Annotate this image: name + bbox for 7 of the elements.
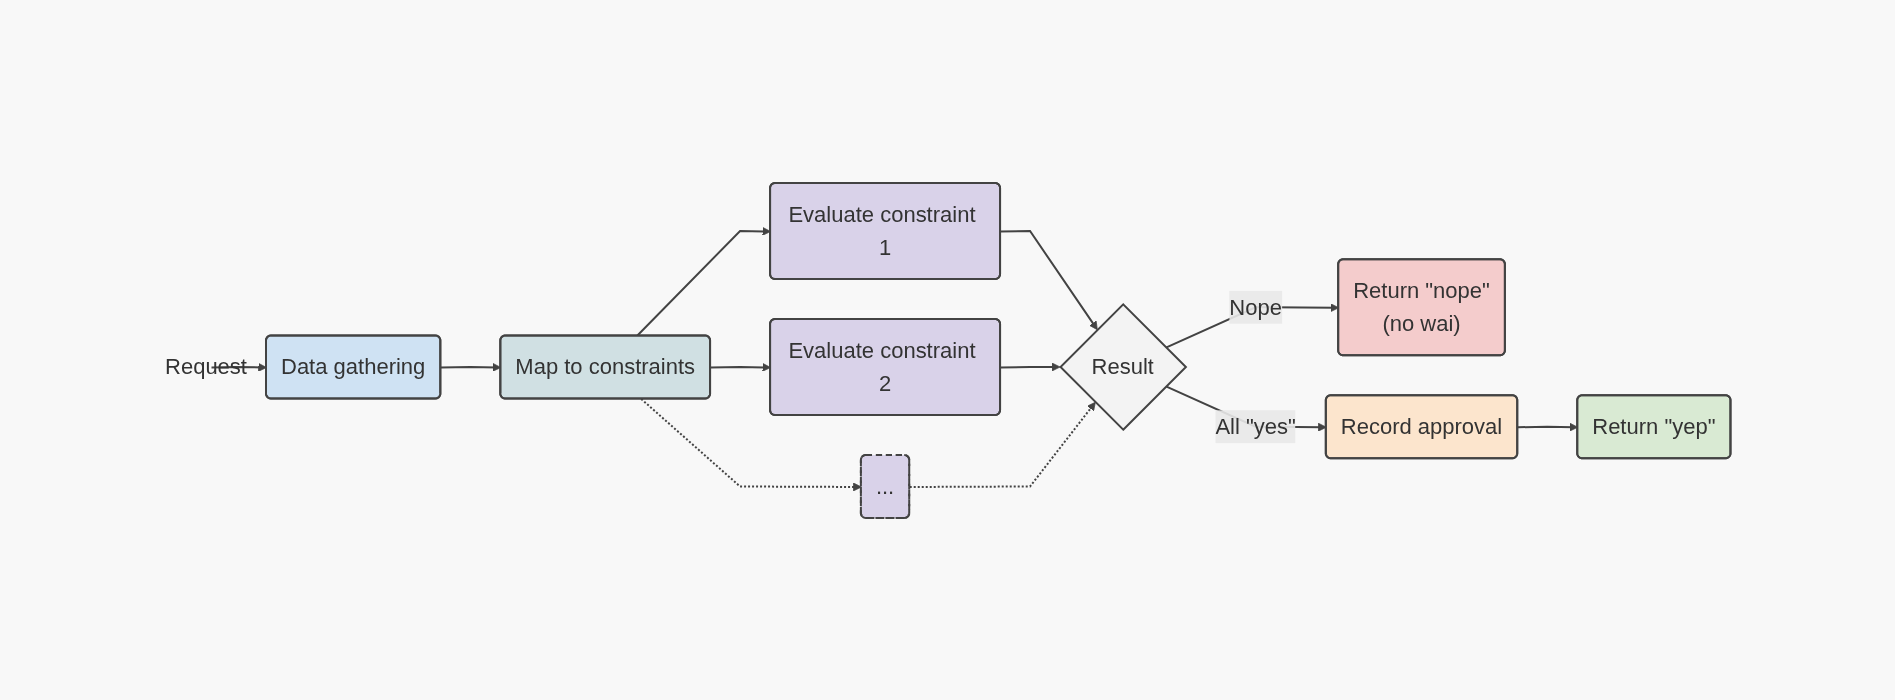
arrow — [999, 229, 1098, 330]
edge-label: Nope — [1229, 294, 1282, 320]
edge-label: All "yes" — [1215, 413, 1296, 439]
node-text: Request — [164, 353, 247, 379]
node-diamond: Result — [1058, 302, 1188, 431]
arrow — [908, 401, 1096, 488]
arrow — [999, 362, 1061, 371]
